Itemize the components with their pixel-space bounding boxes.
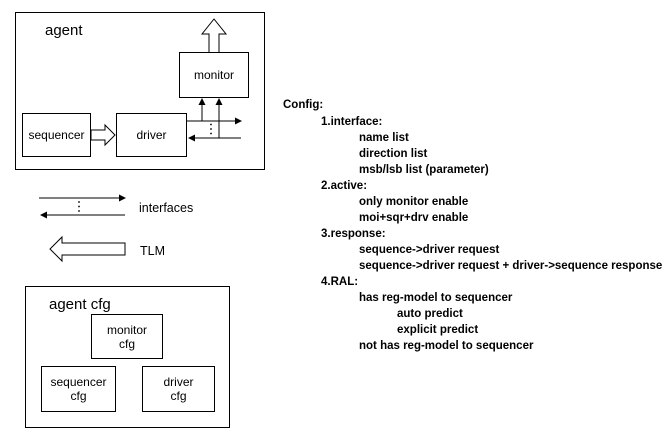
sequencer-label: sequencer (28, 128, 85, 142)
driver-cfg-label-1: driver (163, 375, 194, 389)
config-line: 4.RAL: (321, 276, 359, 288)
monitor-label: monitor (193, 68, 234, 82)
config-line: 1.interface: (321, 116, 383, 128)
config-line: moi+sqr+drv enable (359, 212, 469, 224)
sequencer-cfg-label-2: cfg (70, 389, 87, 403)
legend-tlm-label: TLM (140, 244, 165, 258)
config-line: only monitor enable (359, 196, 469, 208)
monitor-cfg-block: monitor cfg (91, 314, 163, 359)
config-line: has reg-model to sequencer (359, 292, 513, 304)
sequencer-block: sequencer (22, 113, 91, 157)
config-line: name list (359, 132, 409, 144)
monitor-cfg-label-2: cfg (118, 336, 135, 351)
legend-interface-dot (78, 201, 80, 203)
legend-interfaces-label: interfaces (139, 201, 194, 215)
sequencer-cfg-block: sequencer cfg (41, 366, 116, 412)
config-heading: Config: (283, 99, 324, 111)
agent-cfg-title: agent cfg (49, 296, 111, 313)
monitor-block: monitor (179, 52, 249, 98)
monitor-cfg-label-1: monitor (106, 322, 147, 337)
legend-tlm-arrow (49, 235, 126, 263)
sequencer-cfg-label-1: sequencer (50, 375, 107, 389)
config-line: msb/lsb list (parameter) (359, 164, 489, 176)
config-line: direction list (359, 148, 428, 160)
config-line: auto predict (397, 308, 463, 320)
config-line: 2.active: (321, 180, 368, 192)
driver-cfg-label-2: cfg (170, 389, 187, 403)
legend-interface-dot (78, 210, 80, 212)
config-line: not has reg-model to sequencer (359, 340, 534, 352)
agent-title: agent (45, 22, 83, 39)
driver-label: driver (136, 128, 167, 142)
legend-interface-dot (78, 205, 80, 208)
config-line: sequence->driver request + driver->seque… (359, 260, 663, 272)
config-line: 3.response: (321, 228, 386, 240)
driver-cfg-block: driver cfg (142, 366, 215, 412)
config-line: explicit predict (397, 324, 479, 336)
config-line: sequence->driver request (359, 244, 500, 256)
driver-block: driver (116, 113, 187, 157)
